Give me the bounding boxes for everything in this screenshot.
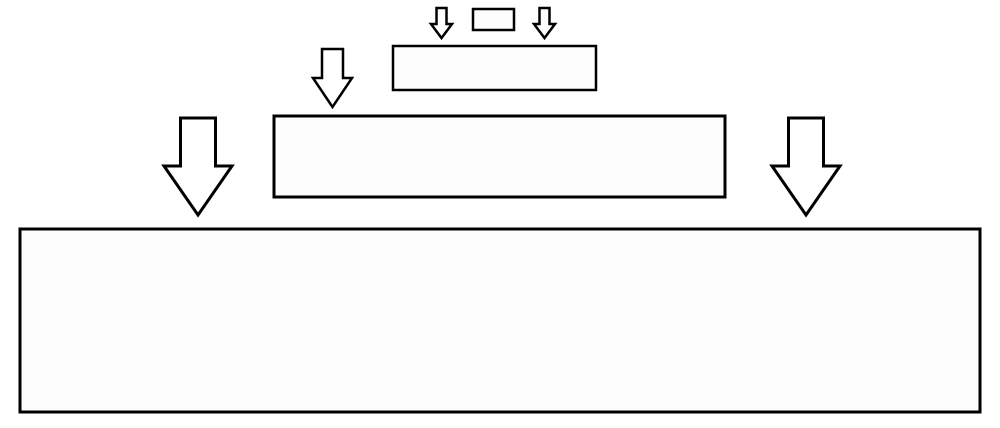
down-arrow-icon: [531, 6, 558, 41]
down-arrow-icon: [428, 6, 455, 41]
down-arrow-icon: [769, 116, 843, 218]
box-tier-3: [272, 114, 727, 199]
box-tier-4: [18, 227, 982, 414]
down-arrow-icon: [310, 47, 355, 110]
down-arrow-icon: [161, 116, 235, 218]
box-tier-2: [391, 44, 598, 92]
box-tier-1: [471, 7, 516, 32]
